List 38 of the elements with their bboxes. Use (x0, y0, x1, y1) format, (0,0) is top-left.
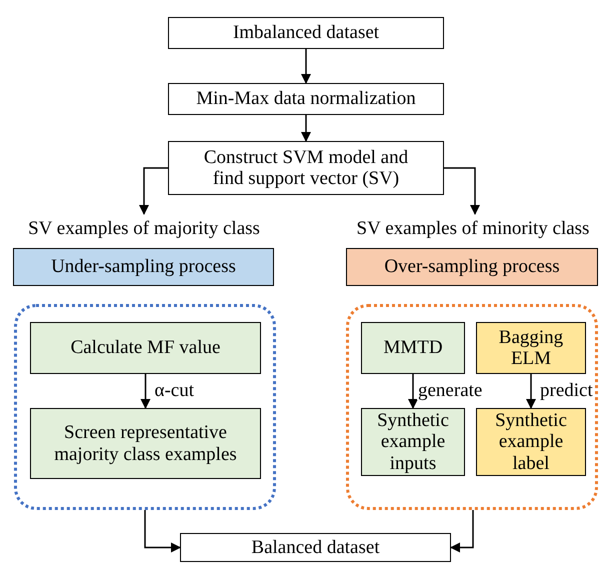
group-frame (14, 304, 276, 510)
step-box (476, 322, 586, 374)
process-box (180, 533, 451, 562)
group-frame (346, 304, 598, 510)
node-text: Over-sampling process (384, 256, 560, 278)
node-text: Synthetic example label (494, 410, 568, 474)
arrow (301, 49, 311, 84)
node-text: Calculate MF value (70, 337, 220, 359)
process-box (168, 17, 444, 49)
node-text: Under-sampling process (51, 256, 236, 278)
arrow (408, 374, 418, 409)
node-text: Imbalanced dataset (232, 22, 380, 44)
node-text: Min-Max data normalization (196, 88, 416, 110)
node-text: Synthetic example inputs (376, 410, 450, 474)
node-text: Bagging ELM (498, 326, 564, 370)
step-box (30, 408, 261, 479)
step-box (30, 322, 261, 374)
node-text: Construct SVM model and find support vector (SV) (202, 146, 410, 190)
node-text: Screen representative majority class examples (53, 422, 238, 465)
heading-text: SV examples of majority class (28, 218, 260, 240)
process-header (13, 248, 274, 286)
arrow (450, 510, 474, 552)
process-box (168, 141, 444, 195)
step-box (476, 408, 586, 476)
step-box (361, 322, 465, 374)
arrow (444, 167, 480, 215)
arrow (140, 374, 150, 409)
edge-label: predict (539, 381, 594, 400)
arrow (526, 374, 536, 409)
node-text: Balanced dataset (251, 536, 380, 558)
arrow (144, 510, 181, 552)
step-box (361, 408, 465, 476)
arrow (301, 115, 311, 142)
node-text: MMTD (383, 337, 443, 359)
process-box (168, 83, 444, 115)
arrow (139, 167, 168, 215)
process-header (346, 248, 598, 286)
heading-text: SV examples of minority class (356, 218, 590, 240)
